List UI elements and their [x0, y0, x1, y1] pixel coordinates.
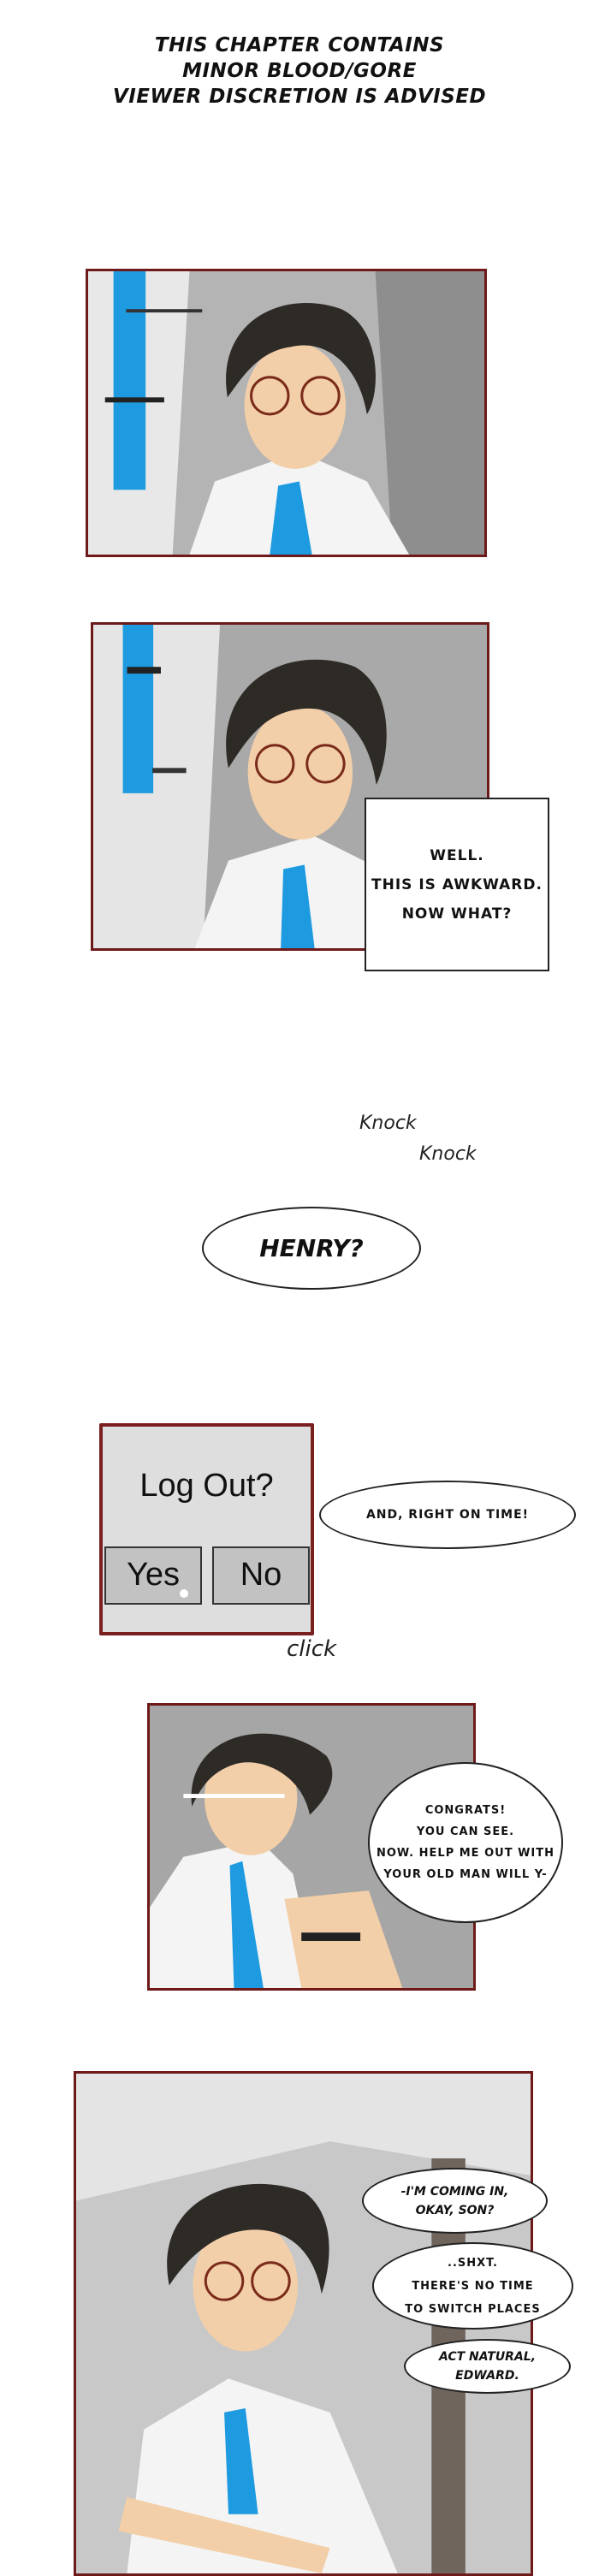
comic-panel-1: [86, 269, 487, 557]
bubble-line: ACT NATURAL,: [438, 2350, 537, 2364]
caption-line: WELL.: [430, 846, 484, 864]
cursor-icon: [180, 1589, 188, 1598]
shxt-speech-bubble: ..SHXT. THERE'S NO TIME TO SWITCH PLACES: [372, 2242, 573, 2330]
warning-line: THIS CHAPTER CONTAINS: [154, 34, 445, 56]
henry-speech-bubble: HENRY?: [202, 1207, 421, 1290]
congrats-speech-bubble: CONGRATS! YOU CAN SEE. NOW. HELP ME OUT …: [368, 1762, 563, 1923]
bubble-text: HENRY?: [259, 1233, 364, 1262]
no-button[interactable]: No: [212, 1546, 310, 1605]
dialog-title: Log Out?: [139, 1468, 274, 1504]
coming-in-speech-bubble: -I'M COMING IN, OKAY, SON?: [362, 2168, 548, 2234]
warning-line: MINOR BLOOD/GORE: [182, 60, 417, 82]
bubble-line: YOU CAN SEE.: [416, 1825, 515, 1838]
bubble-line: YOUR OLD MAN WILL Y-: [383, 1868, 548, 1881]
knock-sfx-1: Knock: [359, 1113, 417, 1134]
narration-caption: WELL. THIS IS AWKWARD. NOW WHAT?: [365, 798, 549, 971]
knock-sfx-2: Knock: [419, 1143, 477, 1165]
bubble-line: THERE'S NO TIME: [412, 2279, 534, 2293]
bubble-line: TO SWITCH PLACES: [405, 2302, 541, 2316]
panel-1-art: [88, 271, 484, 555]
bubble-line: OKAY, SON?: [415, 2203, 495, 2217]
bubble-line: -I'M COMING IN,: [400, 2184, 509, 2199]
act-natural-speech-bubble: ACT NATURAL, EDWARD.: [404, 2339, 571, 2394]
bubble-line: EDWARD.: [455, 2369, 519, 2383]
caption-line: THIS IS AWKWARD.: [371, 875, 543, 893]
right-on-time-bubble: AND, RIGHT ON TIME!: [319, 1481, 576, 1549]
bubble-text: AND, RIGHT ON TIME!: [365, 1508, 530, 1522]
logout-dialog: Log Out? Yes No: [99, 1423, 314, 1635]
content-warning: THIS CHAPTER CONTAINS MINOR BLOOD/GORE V…: [0, 33, 599, 110]
bubble-line: ..SHXT.: [448, 2256, 498, 2270]
caption-line: NOW WHAT?: [401, 905, 513, 923]
click-sfx: click: [287, 1636, 337, 1662]
warning-line: VIEWER DISCRETION IS ADVISED: [112, 86, 487, 108]
bubble-line: NOW. HELP ME OUT WITH: [376, 1847, 555, 1860]
bubble-line: CONGRATS!: [424, 1804, 507, 1817]
